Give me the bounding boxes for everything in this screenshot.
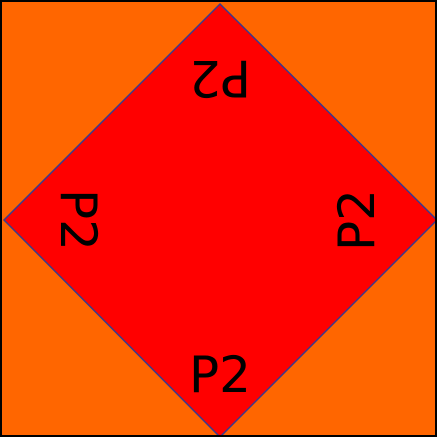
label-top: P2: [189, 49, 251, 107]
label-bottom: P2: [189, 346, 251, 404]
label-right: P2: [328, 189, 386, 251]
label-left: P2: [49, 189, 107, 251]
